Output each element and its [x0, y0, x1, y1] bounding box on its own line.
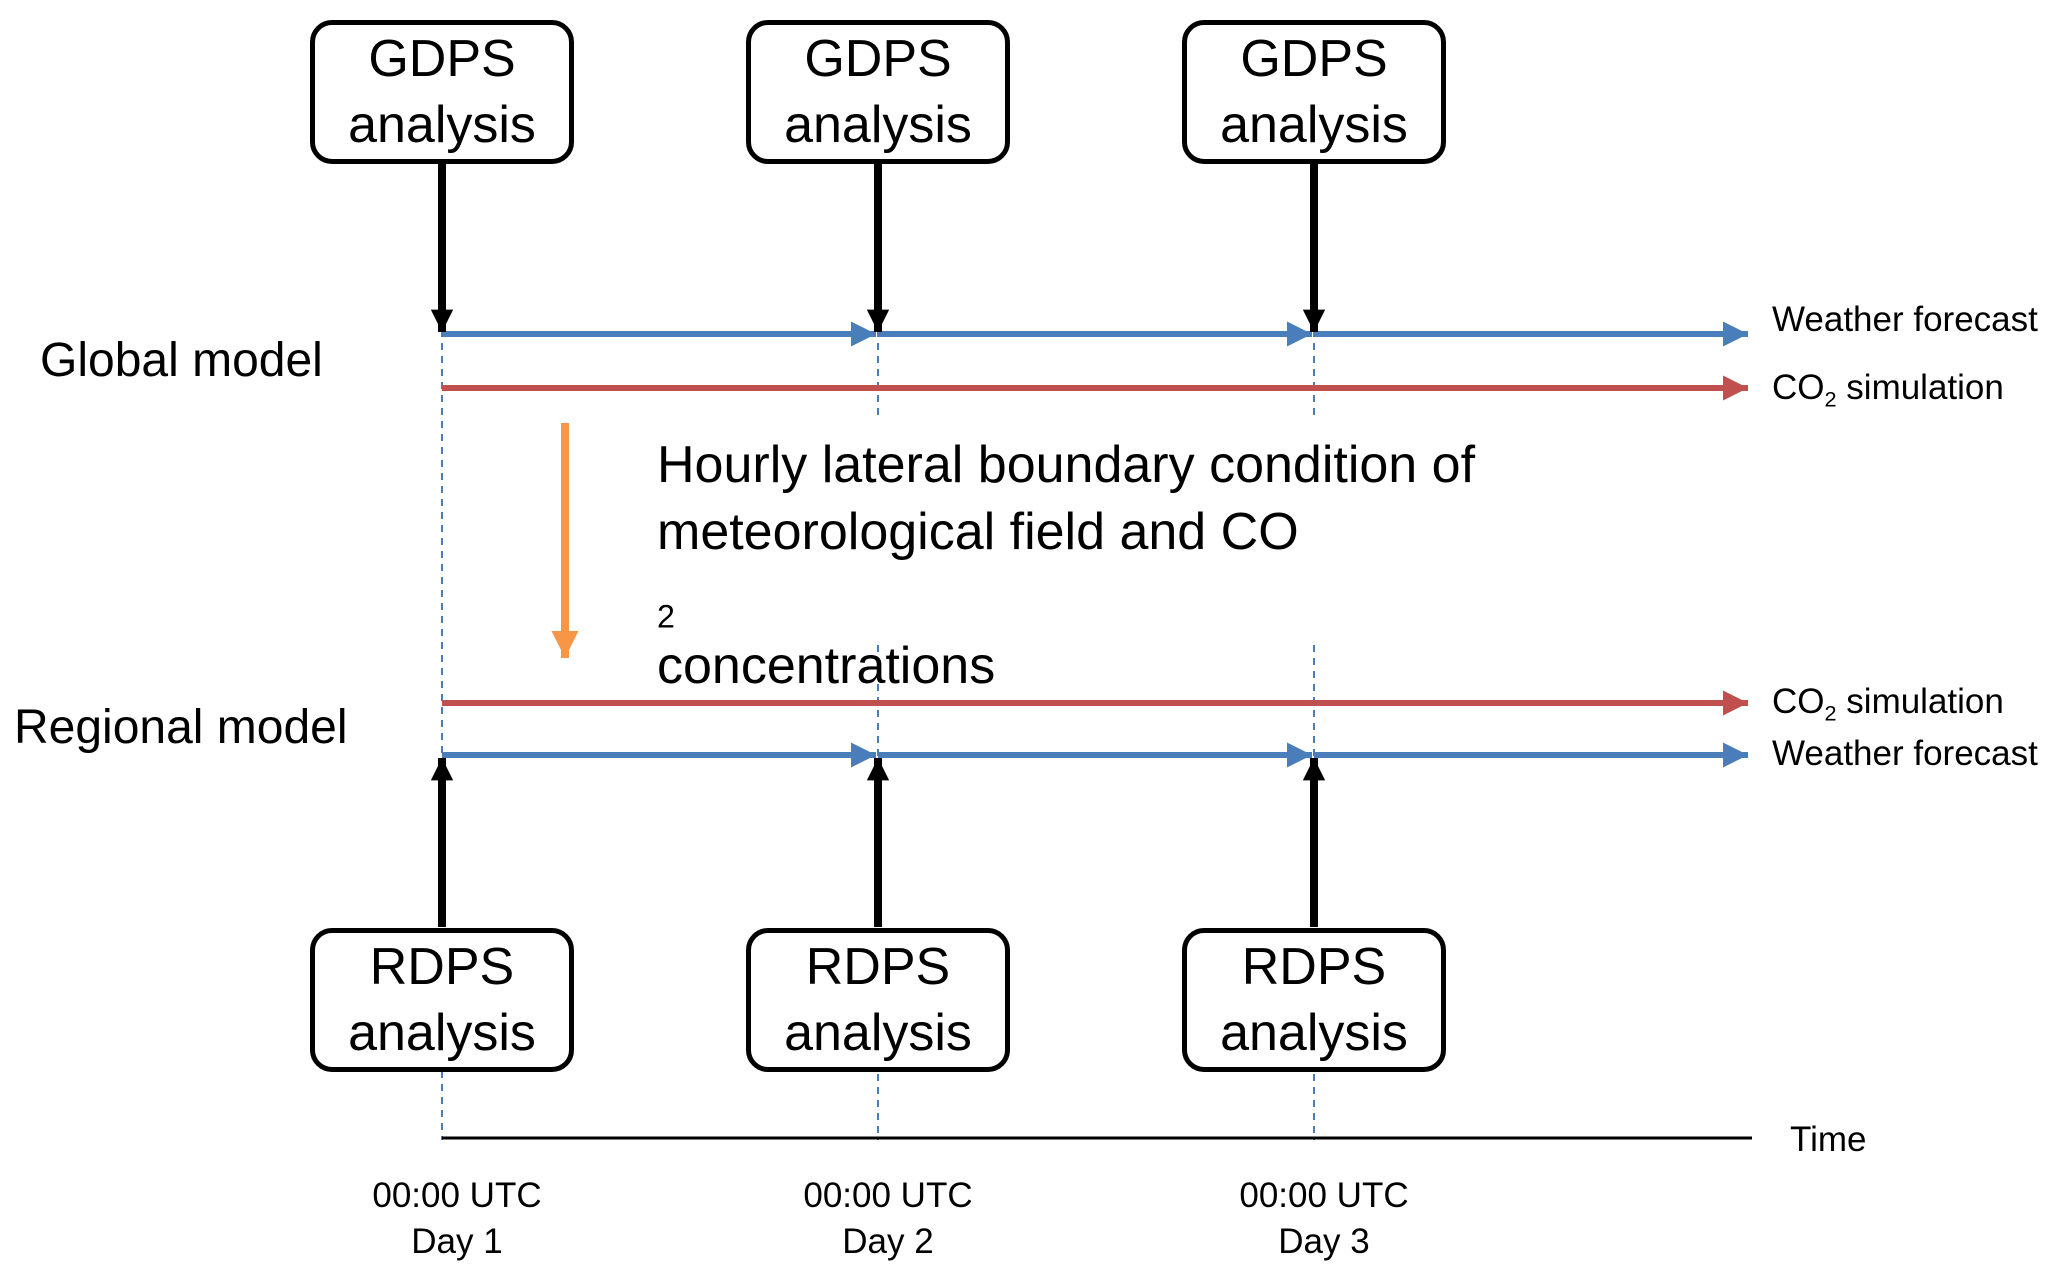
rdps-box-title: RDPS: [1241, 938, 1387, 996]
co2-prefix: CO: [1772, 368, 1825, 407]
regional-model-label: Regional model: [14, 701, 348, 754]
gdps-box-subtitle: analysis: [1220, 96, 1408, 154]
note-line-1: Hourly lateral boundary condition of: [657, 436, 1476, 494]
rdps-analysis-box-3: RDPS analysis: [1182, 928, 1446, 1072]
tick-day: Day 2: [842, 1222, 934, 1261]
co2-suffix: simulation: [1836, 368, 2004, 407]
rdps-analysis-box-1: RDPS analysis: [310, 928, 574, 1072]
rdps-box-title: RDPS: [369, 938, 515, 996]
global-model-label: Global model: [40, 334, 323, 387]
co2-prefix: CO: [1772, 682, 1825, 721]
rdps-analysis-arrows: [430, 758, 1326, 927]
rdps-box-subtitle: analysis: [348, 1004, 536, 1062]
time-tick-day-1: 00:00 UTC Day 1: [337, 1173, 577, 1265]
rdps-box-title: RDPS: [805, 938, 951, 996]
rdps-analysis-box-2: RDPS analysis: [746, 928, 1010, 1072]
gdps-box-title: GDPS: [368, 30, 516, 88]
time-tick-day-3: 00:00 UTC Day 3: [1204, 1173, 1444, 1265]
tick-day: Day 3: [1278, 1222, 1370, 1261]
note-line-2-text: meteorological field and CO: [657, 503, 1299, 561]
co2-suffix: simulation: [1836, 682, 2004, 721]
tick-time: 00:00 UTC: [372, 1176, 542, 1215]
global-co2-simulation-label: CO2 simulation: [1772, 368, 2004, 410]
note-line-3: concentrations: [657, 637, 996, 695]
gdps-box-subtitle: analysis: [784, 96, 972, 154]
gdps-analysis-box-2: GDPS analysis: [746, 20, 1010, 164]
boundary-condition-note: Hourly lateral boundary condition of met…: [657, 432, 1557, 700]
regional-co2-simulation-label: CO2 simulation: [1772, 682, 2004, 724]
tick-day: Day 1: [411, 1222, 503, 1261]
time-axis-label: Time: [1790, 1120, 1867, 1159]
tick-time: 00:00 UTC: [803, 1176, 973, 1215]
co2-subscript: 2: [1824, 386, 1837, 412]
note-line-2: meteorological field and CO 2: [657, 499, 1557, 633]
time-tick-day-2: 00:00 UTC Day 2: [768, 1173, 1008, 1265]
gdps-analysis-arrows: [430, 162, 1326, 332]
gdps-box-subtitle: analysis: [348, 96, 536, 154]
tick-time: 00:00 UTC: [1239, 1176, 1409, 1215]
rdps-box-subtitle: analysis: [1220, 1004, 1408, 1062]
co2-subscript: 2: [1824, 700, 1837, 726]
regional-weather-forecast-label: Weather forecast: [1772, 734, 2038, 773]
note-co2-subscript: 2: [657, 598, 675, 635]
global-weather-forecast-label: Weather forecast: [1772, 300, 2038, 339]
gdps-box-title: GDPS: [1240, 30, 1388, 88]
gdps-analysis-box-3: GDPS analysis: [1182, 20, 1446, 164]
rdps-box-subtitle: analysis: [784, 1004, 972, 1062]
gdps-box-title: GDPS: [804, 30, 952, 88]
gdps-analysis-box-1: GDPS analysis: [310, 20, 574, 164]
